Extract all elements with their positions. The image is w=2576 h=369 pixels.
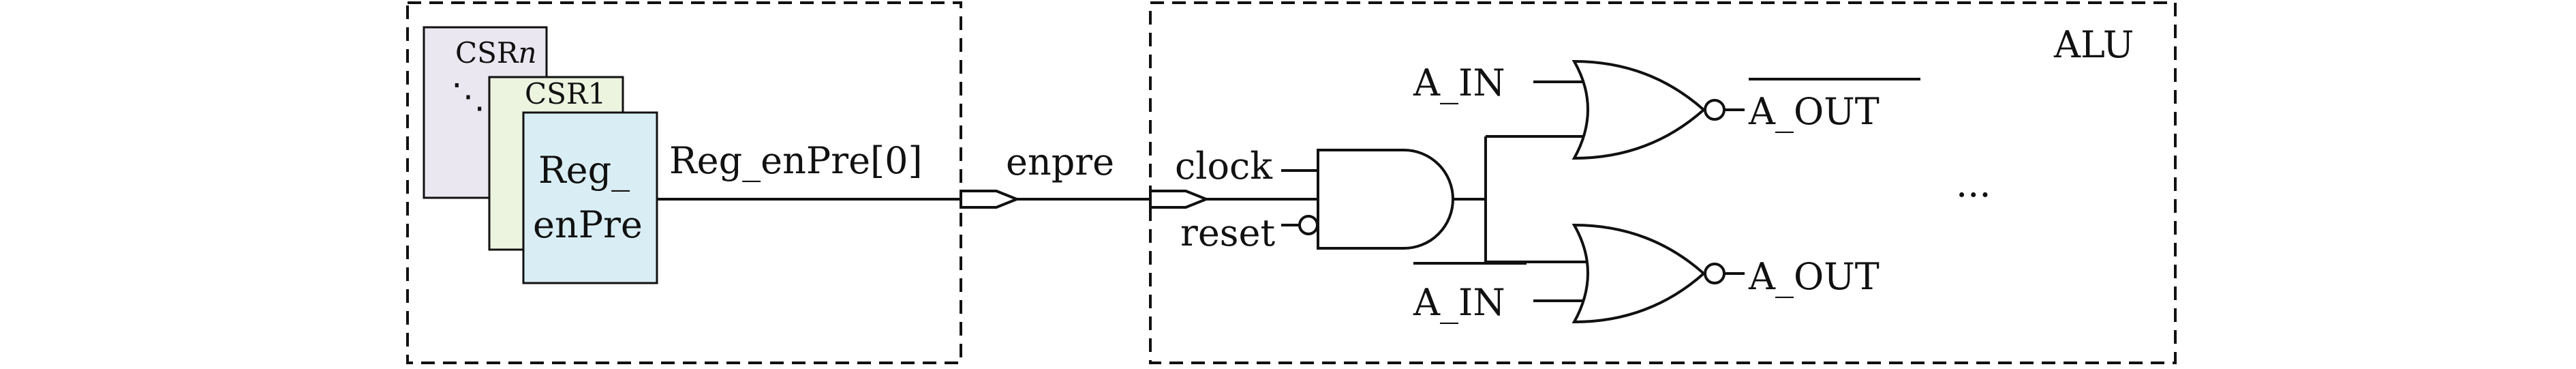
csr-1-label: CSR1 xyxy=(525,77,606,110)
csr-ellipsis: ⋱ xyxy=(451,76,485,116)
csr-n-label: CSRn xyxy=(455,36,537,70)
reg-enpre-label-line1: Reg_ xyxy=(538,149,630,192)
top-nor-output-bubble xyxy=(1704,99,1726,121)
left-module-port xyxy=(960,190,1021,209)
reset-inversion-bubble xyxy=(1298,215,1319,235)
bottom-nor-gate xyxy=(1571,223,1706,324)
bottom-nor-output-bubble xyxy=(1704,263,1726,284)
continuation-ellipsis: ... xyxy=(1956,162,1991,205)
enpre-signal-label: enpre xyxy=(1006,141,1114,183)
and-gate xyxy=(1317,149,1454,250)
top-nor-gate xyxy=(1571,59,1706,160)
reset-label: reset xyxy=(1180,211,1275,254)
alu-title: ALU xyxy=(2053,23,2134,66)
reg-enpre-card xyxy=(522,111,658,284)
reg-enpre-label-line2: enPre xyxy=(533,203,643,246)
alu-module-port xyxy=(1149,190,1210,209)
left-module-boundary xyxy=(406,1,962,364)
top-nor-output-label: A_OUT xyxy=(1748,90,1880,133)
top-nor-input-label: A_IN xyxy=(1413,61,1505,104)
reg-output-signal-label: Reg_enPre[0] xyxy=(669,139,923,182)
bottom-nor-input-label: A_IN xyxy=(1413,281,1505,324)
alu-module-boundary xyxy=(1149,1,2177,364)
bottom-nor-output-label: A_OUT xyxy=(1748,255,1880,298)
clock-label: clock xyxy=(1175,145,1273,188)
